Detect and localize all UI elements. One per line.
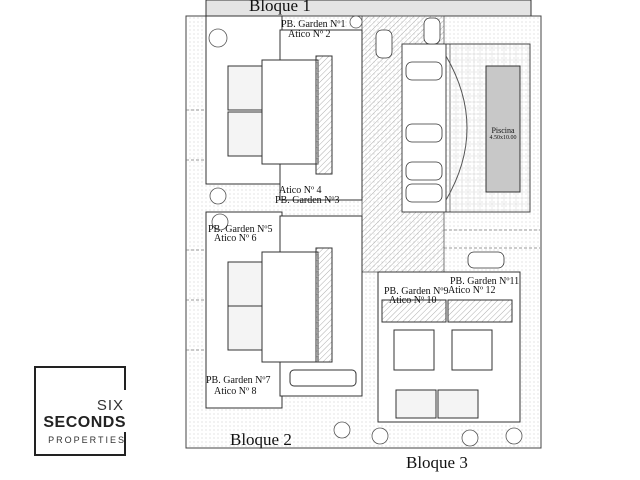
unit-pb-garden-7: PB. Garden Nº7 — [206, 375, 271, 386]
logo-frame-right-bottom — [124, 432, 126, 456]
unit-pb-garden-1: PB. Garden Nº1 — [281, 19, 346, 30]
unit-atico-2: Atico Nº 2 — [288, 29, 331, 40]
logo-seconds: SECONDS — [43, 414, 126, 431]
unit-atico-12: Atico Nº 12 — [448, 285, 496, 296]
pool-label: Piscina 4.50x10.00 — [483, 126, 523, 141]
bloque-1-building — [205, 15, 363, 201]
pool — [485, 65, 521, 193]
pool-name: Piscina — [491, 126, 515, 135]
bloque-1-label: Bloque 1 — [249, 0, 311, 15]
logo-frame-left — [34, 366, 36, 456]
bloque-2-building — [205, 211, 363, 409]
bloque-3-label: Bloque 3 — [406, 453, 468, 472]
pool-size: 4.50x10.00 — [489, 135, 517, 141]
unit-atico-8: Atico Nº 8 — [214, 386, 257, 397]
unit-pb-garden-9: PB. Garden Nº9 — [384, 286, 449, 297]
six-seconds-logo: SIX SECONDS PROPERTIES — [0, 366, 132, 461]
logo-frame — [34, 366, 126, 368]
pool-deck-curve — [445, 55, 468, 201]
bloque-2-label: Bloque 2 — [230, 430, 292, 449]
unit-pb-garden-3: PB. Garden Nº3 — [275, 195, 340, 206]
unit-atico-4: Atico Nº 4 — [279, 185, 322, 196]
logo-six: SIX — [96, 397, 124, 414]
plot-separators — [186, 109, 540, 351]
unit-pb-garden-5: PB. Garden Nº5 — [208, 224, 273, 235]
logo-properties: PROPERTIES — [48, 435, 126, 445]
logo-frame-right-top — [124, 366, 126, 390]
logo-frame-bottom — [34, 454, 126, 456]
bloque-3-building — [377, 271, 521, 423]
trees — [208, 15, 523, 447]
unit-atico-6: Atico Nº 6 — [214, 233, 257, 244]
unit-atico-10: Atico Nº 10 — [389, 295, 437, 306]
unit-pb-garden-11: PB. Garden Nº11 — [450, 276, 520, 287]
